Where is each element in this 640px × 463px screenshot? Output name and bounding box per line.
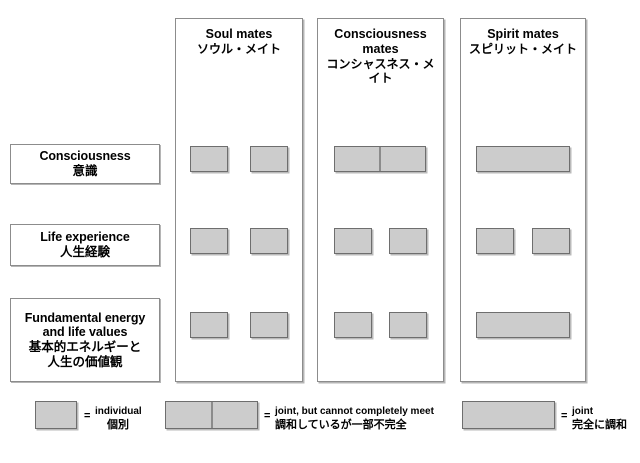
column-soul-mates-header: Soul mates ソウル・メイト (176, 27, 302, 56)
chip-soul-life-experience-a (190, 228, 228, 254)
row-label-fundamental-energy-en-line1: Fundamental energy (24, 310, 146, 325)
legend-label-individual-ja: 個別 (107, 418, 129, 431)
row-label-life-experience-ja: 人生経験 (59, 245, 110, 259)
row-label-fundamental-energy: Fundamental energy and life values 基本的エネ… (10, 298, 160, 382)
column-spirit-mates-title-en: Spirit mates (487, 27, 559, 41)
chip-consciousness-life-experience-a (334, 228, 372, 254)
row-label-fundamental-energy-en-line2: and life values (42, 325, 128, 340)
column-soul-mates-title-en: Soul mates (205, 27, 273, 41)
chip-consciousness-fundamental-a (334, 312, 372, 338)
chip-soul-consciousness-b (250, 146, 288, 172)
legend-swatch-joint (462, 401, 555, 429)
chip-soul-fundamental-a (190, 312, 228, 338)
legend-label-individual: individual 個別 (95, 406, 142, 432)
legend-equals-joint: = (561, 410, 568, 422)
legend-label-joint-en: joint (572, 406, 594, 417)
chip-consciousness-consciousness-joint (334, 146, 426, 172)
legend-label-joint-partial: joint, but cannot completely meet 調和している… (275, 406, 434, 432)
chip-spirit-life-experience-b (532, 228, 570, 254)
chip-spirit-life-experience-a (476, 228, 514, 254)
legend-swatch-joint-partial (165, 401, 258, 429)
column-soul-mates-title-ja: ソウル・メイト (196, 42, 281, 56)
column-consciousness-mates-title-en-line2: mates (362, 42, 399, 56)
row-label-consciousness: Consciousness 意識 (10, 144, 160, 184)
column-spirit-mates-title-ja: スピリット・メイト (468, 42, 577, 56)
legend-equals-individual: = (84, 410, 91, 422)
chip-consciousness-life-experience-b (389, 228, 427, 254)
chip-soul-consciousness-a (190, 146, 228, 172)
column-consciousness-mates-header: Consciousness mates コンシャスネス・メイト (318, 27, 443, 86)
legend-swatch-individual (35, 401, 77, 429)
row-label-fundamental-energy-ja-line1: 基本的エネルギーと (28, 340, 142, 354)
column-spirit-mates-header: Spirit mates スピリット・メイト (461, 27, 585, 56)
row-label-fundamental-energy-ja-line2: 人生の価値観 (47, 354, 123, 369)
chip-soul-fundamental-b (250, 312, 288, 338)
column-consciousness-mates-title-ja: コンシャスネス・メイト (326, 57, 435, 86)
row-label-consciousness-ja: 意識 (72, 164, 98, 178)
column-consciousness-mates-title-en-line1: Consciousness (334, 27, 427, 41)
legend-equals-joint-partial: = (264, 410, 271, 422)
legend-label-joint-ja: 完全に調和 (572, 418, 627, 431)
legend-label-joint-partial-en: joint, but cannot completely meet (275, 406, 434, 417)
chip-consciousness-fundamental-b (389, 312, 427, 338)
legend-label-joint: joint 完全に調和 (572, 406, 627, 432)
chip-soul-life-experience-b (250, 228, 288, 254)
chip-spirit-consciousness-joint (476, 146, 570, 172)
row-label-life-experience: Life experience 人生経験 (10, 224, 160, 266)
row-label-consciousness-en: Consciousness (39, 149, 131, 164)
legend-label-joint-partial-ja: 調和しているが一部不完全 (275, 418, 407, 431)
row-label-life-experience-en: Life experience (40, 230, 130, 245)
chip-spirit-fundamental-joint (476, 312, 570, 338)
legend-label-individual-en: individual (95, 406, 142, 417)
